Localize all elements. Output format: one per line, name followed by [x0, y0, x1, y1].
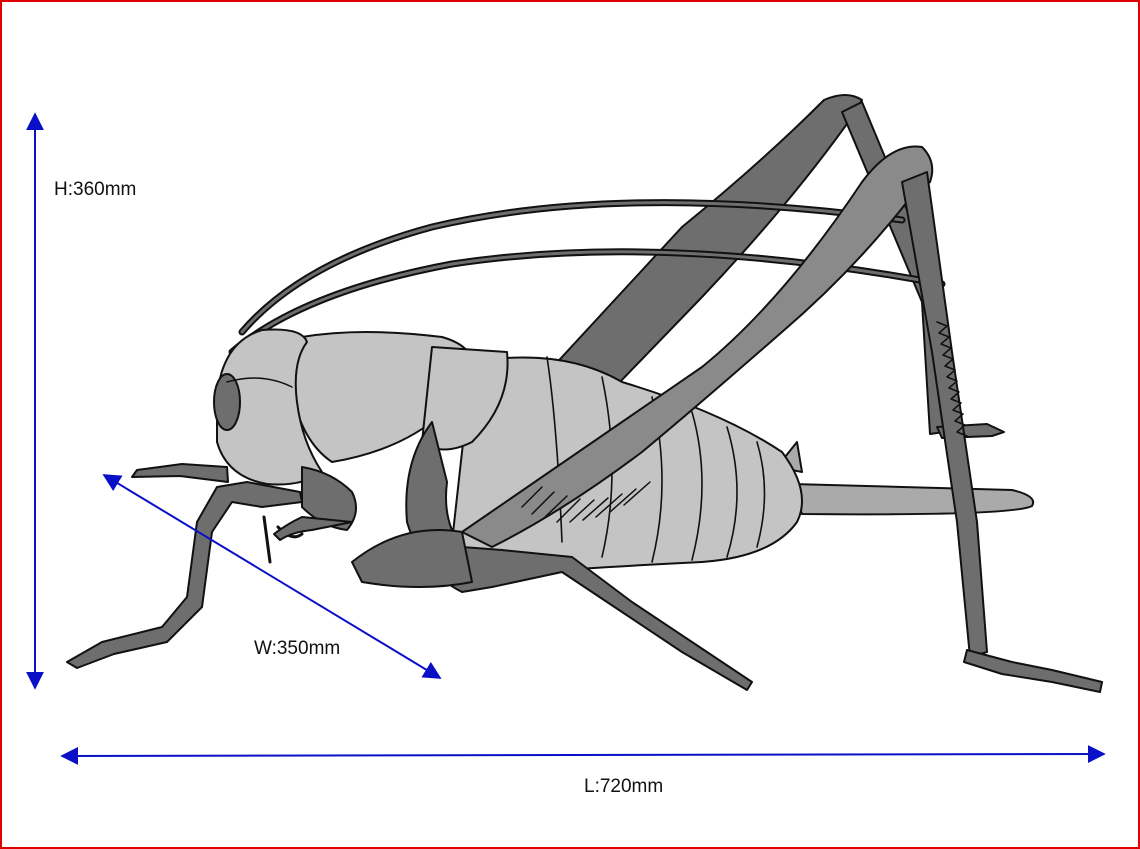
- height-label: H:360mm: [54, 179, 137, 200]
- length-arrow: [60, 745, 1106, 765]
- near-hind-foot: [963, 649, 1103, 693]
- near-hind-thigh: [461, 145, 934, 548]
- far-front-leg: [131, 463, 229, 483]
- ovipositor: [791, 483, 1034, 516]
- cricket-illustration-icon: [66, 94, 1103, 693]
- near-hind-tibia: [901, 171, 988, 658]
- width-arrow: [102, 474, 442, 679]
- width-label: W:350mm: [254, 638, 341, 659]
- far-hind-thigh: [501, 94, 863, 443]
- eye: [213, 373, 241, 431]
- length-label: L:720mm: [584, 776, 664, 797]
